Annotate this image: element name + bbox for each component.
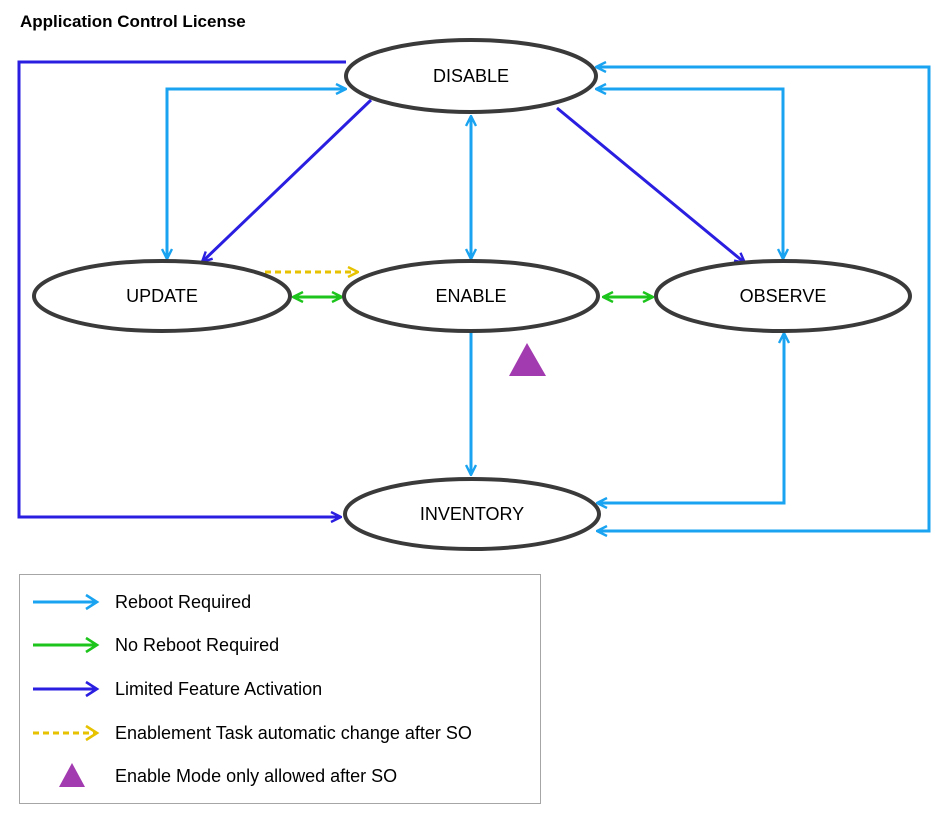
state-diagram: DISABLE UPDATE ENABLE OBSERVE INVENTORY bbox=[17, 38, 931, 551]
node-disable-label: DISABLE bbox=[433, 66, 509, 86]
edge-disable-to-inventory-limited bbox=[17, 60, 346, 517]
light-blue-arrow-icon bbox=[33, 593, 100, 611]
node-update[interactable]: UPDATE bbox=[32, 259, 292, 333]
enable-after-so-triangle bbox=[509, 343, 546, 376]
node-enable[interactable]: ENABLE bbox=[342, 259, 600, 333]
node-disable[interactable]: DISABLE bbox=[344, 38, 598, 114]
legend-label: Enable Mode only allowed after SO bbox=[115, 766, 398, 786]
legend-label: No Reboot Required bbox=[115, 635, 280, 655]
legend-item-enablement-task: Enablement Task automatic change after S… bbox=[20, 718, 540, 748]
edge-disable-update-reboot bbox=[167, 89, 346, 259]
legend-label: Enablement Task automatic change after S… bbox=[115, 723, 472, 743]
yellow-dashed-arrow-icon bbox=[33, 724, 100, 742]
node-enable-label: ENABLE bbox=[435, 286, 506, 306]
legend-label: Limited Feature Activation bbox=[115, 679, 323, 699]
legend-item-enable-after-so: Enable Mode only allowed after SO bbox=[20, 761, 540, 791]
node-observe-label: OBSERVE bbox=[740, 286, 827, 306]
node-observe[interactable]: OBSERVE bbox=[654, 259, 912, 333]
edge-disable-to-update-limited bbox=[202, 98, 373, 262]
legend: Reboot Required No Reboot Required Limit… bbox=[19, 574, 541, 804]
legend-item-reboot-required: Reboot Required bbox=[20, 587, 540, 617]
node-inventory-label: INVENTORY bbox=[420, 504, 524, 524]
dark-blue-arrow-icon bbox=[33, 680, 100, 698]
purple-triangle-icon bbox=[59, 763, 85, 787]
edge-disable-observe-reboot bbox=[596, 89, 783, 259]
diagram-title: Application Control License bbox=[20, 12, 246, 31]
edge-observe-inventory-reboot bbox=[597, 333, 784, 503]
edge-disable-to-observe-limited bbox=[556, 106, 745, 263]
node-update-label: UPDATE bbox=[126, 286, 198, 306]
node-inventory[interactable]: INVENTORY bbox=[343, 477, 601, 551]
legend-item-limited-feature-activation: Limited Feature Activation bbox=[20, 674, 540, 704]
legend-label: Reboot Required bbox=[115, 592, 252, 612]
green-arrow-icon bbox=[33, 636, 100, 654]
edge-disable-inventory-reboot bbox=[596, 67, 931, 531]
legend-item-no-reboot-required: No Reboot Required bbox=[20, 630, 540, 660]
